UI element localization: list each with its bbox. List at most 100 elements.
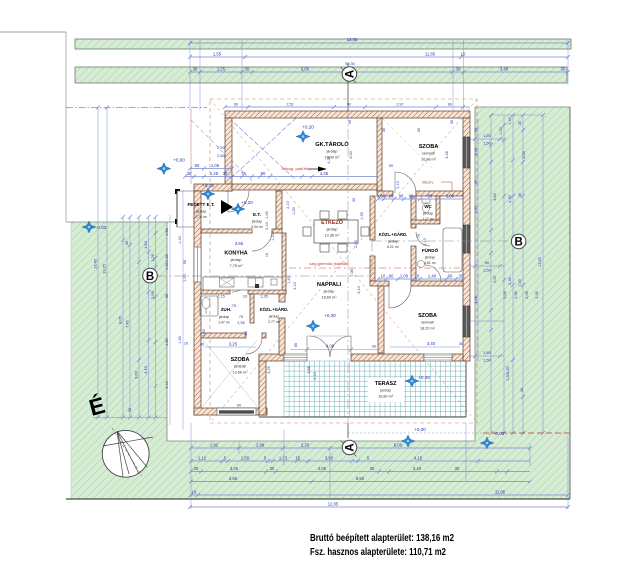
svg-text:2,05: 2,05 [525, 291, 529, 298]
svg-text:90: 90 [399, 193, 404, 198]
svg-text:+0,28: +0,28 [202, 183, 214, 188]
svg-text:2,26: 2,26 [503, 291, 507, 298]
svg-text:1,50: 1,50 [483, 141, 492, 146]
svg-text:30: 30 [520, 388, 524, 392]
svg-text:3,60: 3,60 [134, 370, 139, 379]
svg-text:7,00: 7,00 [518, 279, 522, 286]
svg-text:2,60: 2,60 [217, 153, 226, 158]
svg-text:85: 85 [294, 343, 298, 347]
svg-text:2,56: 2,56 [150, 290, 155, 299]
svg-text:3,88: 3,88 [307, 366, 311, 373]
svg-text:2,10: 2,10 [313, 372, 317, 379]
svg-text:hőszív.: hőszív. [422, 180, 434, 185]
svg-text:18,20 m²: 18,20 m² [420, 327, 436, 331]
svg-text:É: É [86, 391, 108, 421]
svg-text:4,35: 4,35 [320, 171, 329, 176]
svg-text:16,80 m²: 16,80 m² [378, 395, 394, 399]
svg-text:3,55: 3,55 [235, 241, 244, 246]
svg-text:30: 30 [382, 128, 386, 132]
svg-text:járólap: járólap [387, 240, 398, 244]
svg-text:járólap: járólap [422, 212, 433, 216]
svg-text:2,97: 2,97 [397, 103, 404, 107]
svg-text:30: 30 [187, 171, 192, 176]
svg-text:11,85: 11,85 [425, 51, 436, 56]
svg-text:30: 30 [124, 240, 129, 245]
svg-text:30: 30 [459, 341, 464, 346]
svg-text:2,10: 2,10 [423, 238, 427, 245]
svg-text:GK.TÁROLÓ: GK.TÁROLÓ [315, 140, 349, 148]
svg-text:1,40: 1,40 [178, 236, 182, 243]
svg-text:13,45: 13,45 [93, 258, 98, 269]
svg-text:75: 75 [417, 234, 421, 238]
svg-text:2,20: 2,20 [301, 442, 310, 447]
svg-text:30: 30 [474, 128, 478, 132]
svg-text:1,50: 1,50 [165, 262, 169, 269]
svg-text:4,10: 4,10 [143, 365, 148, 374]
svg-text:18,60 m²: 18,60 m² [322, 296, 338, 300]
svg-text:3,04 m²: 3,04 m² [251, 225, 264, 229]
svg-text:1,50: 1,50 [165, 254, 169, 261]
svg-text:járólap: járólap [424, 256, 435, 260]
svg-text:11,85: 11,85 [495, 489, 506, 494]
svg-text:SZOBA: SZOBA [418, 313, 437, 319]
svg-text:7,45: 7,45 [125, 319, 130, 328]
svg-text:Bruttó beépített alapterület:: Bruttó beépített alapterület: 138,16 m2 [310, 533, 454, 544]
svg-text:75: 75 [241, 171, 246, 176]
svg-text:90: 90 [485, 260, 490, 265]
svg-text:6,00: 6,00 [301, 66, 310, 71]
svg-text:30: 30 [127, 407, 132, 412]
svg-text:2,30: 2,30 [508, 195, 512, 202]
svg-text:30: 30 [456, 66, 461, 71]
svg-text:+0,00: +0,00 [173, 158, 185, 163]
svg-text:4,10: 4,10 [293, 282, 297, 289]
svg-text:3,85: 3,85 [229, 476, 238, 481]
svg-text:WC: WC [424, 204, 432, 209]
svg-text:10: 10 [381, 273, 386, 278]
svg-text:8,50: 8,50 [356, 476, 365, 481]
svg-text:+0,20: +0,20 [241, 200, 253, 205]
svg-text:E.T.: E.T. [253, 212, 261, 217]
svg-text:-0,03: -0,03 [494, 431, 505, 436]
svg-text:SZOBA: SZOBA [231, 357, 250, 363]
svg-text:1,20: 1,20 [271, 233, 275, 240]
svg-text:10,09 m²: 10,09 m² [325, 156, 341, 160]
svg-text:30: 30 [194, 466, 199, 471]
svg-text:FEDETT E.T.: FEDETT E.T. [187, 202, 214, 207]
svg-text:2,30: 2,30 [508, 277, 512, 284]
svg-text:30: 30 [561, 66, 566, 71]
svg-text:1,98: 1,98 [256, 442, 265, 447]
svg-text:1,40: 1,40 [165, 381, 169, 388]
svg-text:1,55: 1,55 [213, 51, 222, 56]
svg-text:4,00: 4,00 [318, 466, 327, 471]
svg-text:1,00: 1,00 [499, 127, 503, 134]
svg-text:B: B [146, 271, 154, 283]
svg-text:1,17 m²: 1,17 m² [422, 217, 435, 221]
svg-text:60: 60 [389, 273, 394, 278]
svg-text:3,63: 3,63 [493, 193, 497, 200]
svg-text:90: 90 [409, 193, 414, 198]
svg-text:1,50: 1,50 [483, 133, 492, 138]
svg-text:3,00: 3,00 [522, 151, 526, 158]
svg-text:13,56 m²: 13,56 m² [233, 371, 249, 375]
svg-text:90: 90 [165, 294, 169, 298]
svg-text:1,05: 1,05 [211, 163, 220, 168]
svg-text:75: 75 [232, 303, 237, 308]
svg-text:30: 30 [352, 198, 356, 202]
svg-text:1,50: 1,50 [506, 366, 510, 373]
svg-text:3,28: 3,28 [445, 151, 449, 158]
svg-text:13,25: 13,25 [538, 257, 542, 267]
svg-text:30: 30 [450, 120, 454, 124]
svg-text:12,05: 12,05 [347, 37, 358, 42]
svg-text:2,10: 2,10 [265, 222, 269, 229]
svg-text:KÖZL.+GÁRD.: KÖZL.+GÁRD. [379, 232, 408, 237]
svg-text:3,28: 3,28 [474, 148, 478, 155]
svg-text:A: A [345, 70, 357, 78]
svg-text:KONYHA: KONYHA [224, 251, 247, 257]
svg-text:járólap: járólap [326, 150, 338, 154]
svg-text:1,58: 1,58 [165, 228, 169, 235]
svg-text:járólap: járólap [323, 290, 335, 294]
svg-text:90: 90 [389, 164, 393, 168]
svg-text:10,38 m²: 10,38 m² [325, 234, 341, 238]
svg-text:30: 30 [223, 171, 228, 176]
svg-text:2,50: 2,50 [217, 145, 226, 150]
